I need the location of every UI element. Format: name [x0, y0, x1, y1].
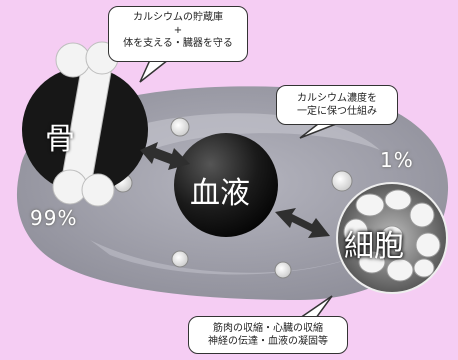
blood-circle — [174, 133, 278, 237]
bone-icon — [52, 41, 119, 207]
small-cell-icon — [170, 117, 190, 137]
double-arrow-icon — [140, 142, 190, 170]
bubble-tail — [139, 59, 171, 83]
bubble-text: カルシウム濃度を — [297, 93, 377, 104]
bubble-text: 筋肉の収縮・心臓の収縮 — [213, 323, 323, 334]
small-cell-icon — [171, 250, 189, 268]
cell-cluster — [343, 189, 441, 282]
bone-label: 骨 — [45, 122, 75, 157]
bubble-text: 神経の伝達・血液の凝固等 — [208, 336, 328, 347]
small-cell-icon — [274, 261, 292, 279]
blood-label: 血液 — [190, 176, 250, 211]
bubble-text: 体を支える・臓器を守る — [123, 38, 233, 49]
cell-label: 細胞 — [344, 229, 404, 264]
bubble-text: カルシウムの貯蔵庫 — [133, 12, 223, 23]
blood-role-bubble: カルシウム濃度を 一定に保つ仕組み — [276, 85, 398, 125]
bubble-text: 一定に保つ仕組み — [297, 106, 377, 117]
band-highlight — [90, 240, 360, 275]
bone-percentage: 99% — [30, 206, 78, 230]
bone-role-bubble: カルシウムの貯蔵庫 + 体を支える・臓器を守る — [108, 6, 248, 62]
double-arrow-icon — [275, 208, 330, 238]
bubble-text: + — [173, 25, 183, 36]
small-cell-icon — [331, 170, 353, 192]
cell-role-bubble: 筋肉の収縮・心臓の収縮 神経の伝達・血液の凝固等 — [188, 316, 348, 354]
cell-percentage: 1% — [380, 148, 414, 172]
